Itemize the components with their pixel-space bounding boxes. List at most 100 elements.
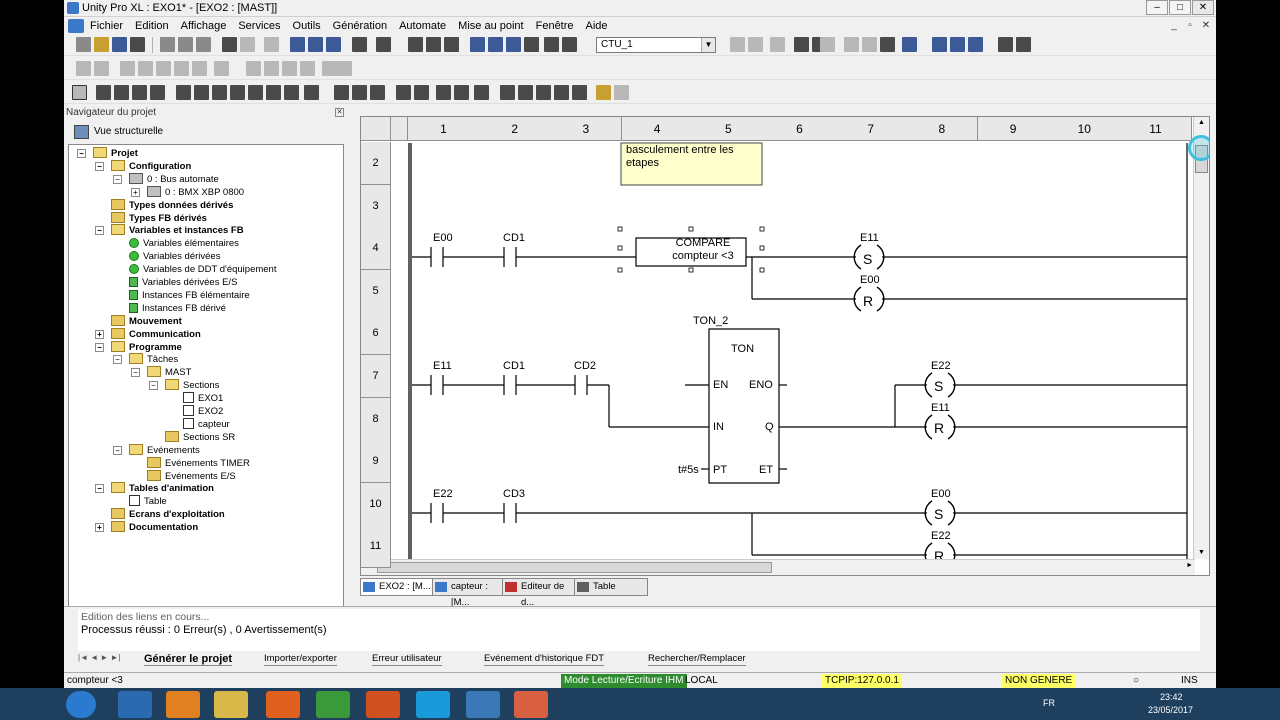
help-icon[interactable] bbox=[998, 37, 1013, 52]
tree-item[interactable]: −0 : Bus automate bbox=[113, 172, 219, 186]
start-button-icon[interactable] bbox=[66, 691, 96, 718]
label-icon[interactable] bbox=[454, 85, 469, 100]
plc-icon[interactable] bbox=[730, 37, 745, 52]
window2-icon[interactable] bbox=[950, 37, 965, 52]
coil-icon[interactable] bbox=[176, 85, 191, 100]
tree-item[interactable]: −Projet bbox=[77, 147, 138, 160]
tree-item[interactable]: −Tables d'animation bbox=[95, 482, 214, 495]
tree-item[interactable]: −Configuration bbox=[95, 159, 191, 173]
tree-item[interactable]: −MAST bbox=[131, 366, 191, 379]
tree-item[interactable]: Instances FB élémentaire bbox=[129, 289, 250, 302]
cut-icon[interactable] bbox=[160, 37, 175, 52]
collapse-icon[interactable]: − bbox=[131, 368, 140, 378]
output-tab-nav-icons[interactable]: |◄ ◄ ► ►| bbox=[78, 653, 121, 662]
mdi-close-button[interactable]: ✕ bbox=[1201, 20, 1211, 31]
mdi-minimize-button[interactable]: _ bbox=[1171, 20, 1177, 31]
analyze-icon[interactable] bbox=[352, 37, 367, 52]
coil-neg-icon[interactable] bbox=[194, 85, 209, 100]
chrome-icon[interactable] bbox=[316, 691, 350, 718]
menu-outils[interactable]: Outils bbox=[292, 20, 321, 32]
tab-editeur-donnees[interactable]: Editeur de d... bbox=[502, 578, 576, 608]
tab-erreur-utilisateur[interactable]: Erreur utilisateur bbox=[372, 653, 442, 666]
plc2-icon[interactable] bbox=[748, 37, 763, 52]
debug3-icon[interactable] bbox=[880, 37, 895, 52]
tree-item[interactable]: Variables dérivées bbox=[129, 250, 220, 263]
tool2-icon[interactable] bbox=[426, 37, 441, 52]
firefox-icon[interactable] bbox=[266, 691, 300, 718]
return-icon[interactable] bbox=[474, 85, 489, 100]
tree-item[interactable]: Table bbox=[129, 495, 167, 508]
collapse-icon[interactable]: − bbox=[149, 381, 158, 391]
collapse-icon[interactable]: − bbox=[113, 355, 122, 365]
menu-fenetre[interactable]: Fenêtre bbox=[535, 20, 574, 32]
menu-aide[interactable]: Aide bbox=[585, 20, 608, 32]
tab-evenement-fdt[interactable]: Evénement d'historique FDT bbox=[484, 653, 605, 666]
debug4-icon[interactable] bbox=[902, 37, 917, 52]
tree-item[interactable]: Mouvement bbox=[111, 314, 182, 328]
unity-taskbar-icon[interactable] bbox=[466, 691, 500, 718]
binoculars2-icon[interactable] bbox=[562, 37, 577, 52]
app-taskbar-icon[interactable] bbox=[514, 691, 548, 718]
tree-item[interactable]: capteur bbox=[183, 417, 230, 431]
menu-services[interactable]: Services bbox=[238, 20, 281, 32]
coil-reset-icon[interactable] bbox=[230, 85, 245, 100]
binoculars-icon[interactable] bbox=[544, 37, 559, 52]
tree-item[interactable]: −Variables et instances FB bbox=[95, 224, 244, 237]
tree-item[interactable]: −Programme bbox=[95, 340, 182, 354]
tab-generer-projet[interactable]: Générer le projet bbox=[144, 653, 233, 666]
link-icon[interactable] bbox=[554, 85, 569, 100]
validate-icon[interactable] bbox=[264, 37, 279, 52]
ie-icon[interactable] bbox=[118, 691, 152, 718]
link2-icon[interactable] bbox=[572, 85, 587, 100]
tree-item[interactable]: −Evénements bbox=[113, 443, 200, 457]
coil-call-icon[interactable] bbox=[304, 85, 319, 100]
expand-icon[interactable]: + bbox=[95, 329, 104, 339]
editor-vertical-scrollbar[interactable]: ▲ ▼ bbox=[1188, 117, 1209, 559]
tree-item[interactable]: Ecrans d'exploitation bbox=[111, 508, 225, 521]
menu-fichier[interactable]: Fichier bbox=[90, 20, 124, 32]
document-icon[interactable] bbox=[68, 19, 84, 33]
step-icon[interactable] bbox=[820, 37, 835, 52]
open-file-icon[interactable] bbox=[94, 37, 109, 52]
coil-set-icon[interactable] bbox=[212, 85, 227, 100]
collapse-icon[interactable]: − bbox=[95, 161, 104, 171]
redo-icon[interactable] bbox=[240, 37, 255, 52]
tree-item[interactable]: −Sections bbox=[149, 379, 219, 392]
tree-item[interactable]: Sections SR bbox=[165, 430, 235, 444]
minimize-button[interactable]: – bbox=[1146, 0, 1168, 15]
save-icon[interactable] bbox=[112, 37, 127, 52]
tab-exo2[interactable]: EXO2 : [M... bbox=[360, 578, 434, 596]
collapse-icon[interactable]: − bbox=[95, 226, 104, 236]
tree-item[interactable]: Types FB dérivés bbox=[111, 211, 207, 225]
paste-icon[interactable] bbox=[196, 37, 211, 52]
operate-icon[interactable] bbox=[396, 85, 411, 100]
contact-no-icon[interactable] bbox=[96, 85, 111, 100]
contact-nc-icon[interactable] bbox=[114, 85, 129, 100]
undo-icon[interactable] bbox=[222, 37, 237, 52]
explorer-icon[interactable] bbox=[214, 691, 248, 718]
copy-icon[interactable] bbox=[178, 37, 193, 52]
menu-generation[interactable]: Génération bbox=[332, 20, 388, 32]
print-icon[interactable] bbox=[130, 37, 145, 52]
search-icon[interactable] bbox=[290, 37, 305, 52]
debug2-icon[interactable] bbox=[862, 37, 877, 52]
output-scrollbar[interactable] bbox=[1200, 609, 1212, 651]
ffb3-icon[interactable] bbox=[536, 85, 551, 100]
hline-icon[interactable] bbox=[334, 85, 349, 100]
collapse-icon[interactable]: − bbox=[113, 174, 122, 184]
tree-item[interactable]: −Tâches bbox=[113, 353, 178, 366]
view1-icon[interactable] bbox=[470, 37, 485, 52]
contact-p-icon[interactable] bbox=[132, 85, 147, 100]
new-file-icon[interactable] bbox=[76, 37, 91, 52]
scroll-up-icon[interactable]: ▲ bbox=[1198, 119, 1205, 126]
replace-icon[interactable] bbox=[308, 37, 323, 52]
tree-item[interactable]: +0 : BMX XBP 0800 bbox=[131, 185, 244, 199]
expand-icon[interactable]: + bbox=[95, 523, 104, 533]
tray-date[interactable]: 23/05/2017 bbox=[1148, 705, 1194, 715]
tab-capteur[interactable]: capteur : [M... bbox=[432, 578, 504, 608]
expand-icon[interactable]: + bbox=[131, 187, 140, 197]
view2-icon[interactable] bbox=[488, 37, 503, 52]
menu-edition[interactable]: Edition bbox=[135, 20, 169, 32]
coil-n-icon[interactable] bbox=[266, 85, 281, 100]
vline-icon[interactable] bbox=[352, 85, 367, 100]
